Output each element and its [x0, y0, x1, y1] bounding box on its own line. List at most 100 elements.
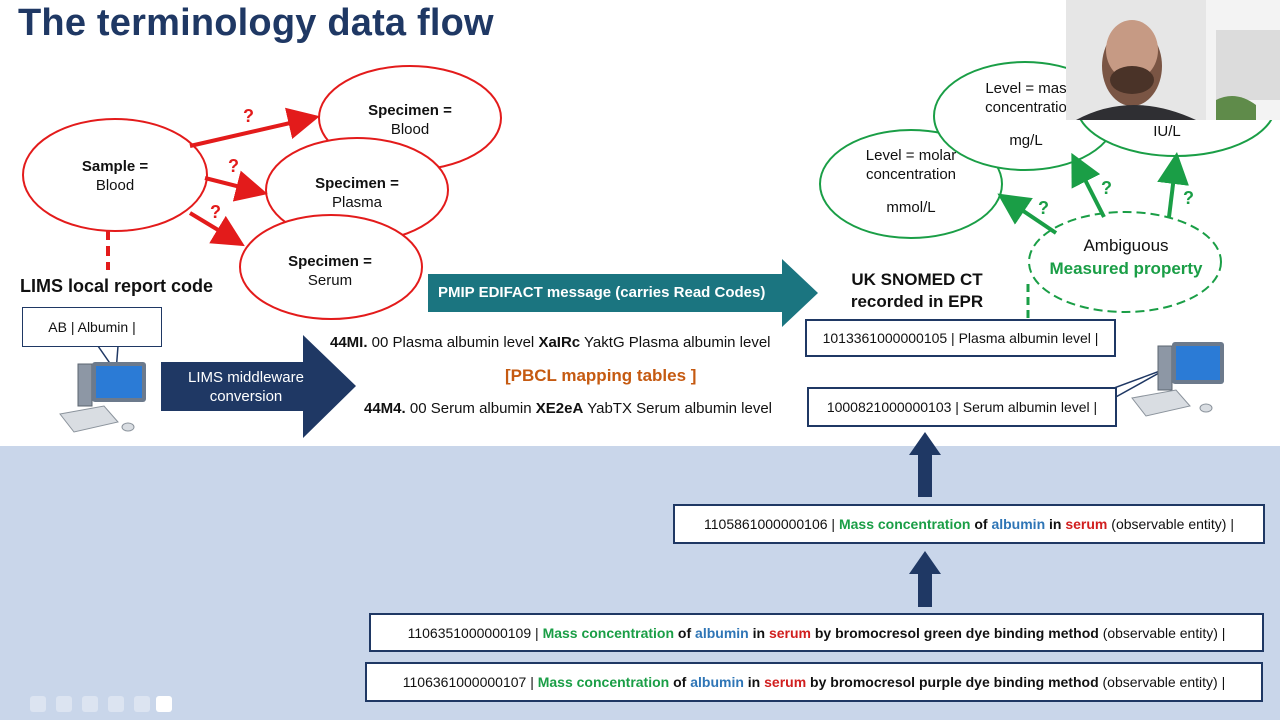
arrow-sample-to-serum	[188, 211, 245, 247]
level-mass-line2: concentratio	[985, 99, 1067, 116]
player-control-5[interactable]	[134, 696, 150, 712]
level-molar-label: Level = molar concentration mmol/L	[846, 146, 976, 217]
read-code-2-rest1: 00 Serum albumin	[405, 400, 536, 417]
question-mark-1: ?	[243, 106, 254, 126]
lims-middleware-label: LIMS middleware conversion	[166, 368, 326, 406]
uk-snomed-line1: UK SNOMED CT	[851, 270, 983, 289]
observable-2-component: albumin	[695, 624, 749, 641]
observable-1-component: albumin	[991, 516, 1046, 532]
computer-icon-left	[59, 362, 146, 433]
presenter-video	[1066, 0, 1280, 120]
specimen-blood-value: Blood	[390, 121, 430, 138]
arrow-sample-to-plasma	[204, 170, 268, 202]
specimen-serum-ellipse	[239, 214, 423, 320]
level-mass-unit: mg/L	[1009, 132, 1043, 149]
question-mark-2: ?	[228, 156, 239, 176]
level-mass-label: Level = mas concentratio mg/L	[966, 79, 1086, 150]
player-control-1[interactable]	[30, 696, 46, 712]
observable-box-2: 1106351000000109 | Mass concentration of…	[369, 613, 1264, 652]
observable-1-property: Mass concentration	[838, 516, 971, 532]
observable-box-1: 1105861000000106 | Mass concentration of…	[673, 504, 1265, 544]
player-control-3[interactable]	[82, 696, 98, 712]
uk-snomed-line2: recorded in EPR	[850, 292, 984, 311]
lims-middleware-line2: conversion	[209, 388, 283, 405]
observable-3-method: by bromocresol purple dye binding method	[806, 674, 1099, 690]
observable-2-method: by bromocresol green dye binding method	[810, 624, 1099, 641]
specimen-blood-label: Specimen = Blood	[350, 101, 470, 139]
lims-middleware-line1: LIMS middleware	[188, 369, 304, 386]
sample-ellipse	[22, 118, 208, 232]
read-code-2-rest2: YabTX Serum albumin level	[583, 400, 773, 417]
up-arrow-upper	[909, 432, 941, 497]
player-control-4[interactable]	[108, 696, 124, 712]
ctv3-code-2: XE2eA	[535, 400, 584, 417]
observable-1-code: 1105861000000106 |	[704, 516, 839, 532]
observable-box-3: 1106361000000107 | Mass concentration of…	[365, 662, 1263, 702]
read-code-1: 44MI.	[330, 334, 368, 351]
level-iu-unit: IU/L	[1153, 123, 1181, 140]
lims-code-box: AB | Albumin |	[22, 307, 162, 347]
question-mark-6: ?	[1183, 188, 1194, 208]
ambiguous-ellipse	[1028, 211, 1222, 313]
specimen-plasma-bold: Specimen =	[315, 175, 399, 192]
pbcl-mapping-tables: [PBCL mapping tables ]	[505, 366, 697, 385]
observable-2-in: in	[748, 624, 769, 641]
level-molar-unit: mmol/L	[886, 199, 936, 216]
epr-code-box-plasma: 1013361000000105 | Plasma albumin level …	[805, 319, 1116, 357]
level-mass-line1: Level = mas	[985, 80, 1067, 97]
observable-2-tail: (observable entity) |	[1098, 624, 1226, 641]
observable-3-in: in	[743, 674, 765, 690]
observable-1-system: serum	[1065, 516, 1108, 532]
observable-2-system: serum	[768, 624, 811, 641]
read-code-line-2: 44M4. 00 Serum albumin XE2eA YabTX Serum…	[364, 400, 772, 417]
observable-2-of: of	[674, 624, 696, 641]
epr-code-box-serum: 1000821000000103 | Serum albumin level |	[807, 387, 1117, 427]
specimen-blood-bold: Specimen =	[368, 102, 452, 119]
specimen-serum-bold: Specimen =	[288, 253, 372, 270]
lims-local-report-code: LIMS local report code	[20, 276, 214, 296]
player-control-2[interactable]	[56, 696, 72, 712]
lims-middleware-arrow	[161, 335, 356, 438]
sample-label: Sample = Blood	[55, 157, 175, 195]
observable-2-property: Mass concentration	[542, 624, 675, 641]
observable-3-component: albumin	[690, 674, 744, 690]
level-molar-line2: concentration	[865, 166, 957, 183]
ambiguous-line1: Ambiguous	[1083, 236, 1169, 255]
read-code-2: 44M4.	[364, 400, 406, 417]
presenter-video-image	[1066, 0, 1280, 120]
sample-label-bold: Sample =	[81, 158, 149, 175]
observable-1-in: in	[1045, 516, 1066, 532]
arrow-sample-to-blood	[189, 107, 320, 148]
camera-icon[interactable]	[156, 696, 172, 712]
specimen-serum-label: Specimen = Serum	[270, 252, 390, 290]
observable-3-tail: (observable entity) |	[1098, 674, 1226, 690]
pmip-arrow-label: PMIP EDIFACT message (carries Read Codes…	[438, 284, 766, 301]
arrow-ambiguous-to-iu	[1157, 152, 1189, 218]
ambiguous-label: Ambiguous Measured property	[1036, 234, 1216, 280]
read-code-1-rest1: 00 Plasma albumin level	[367, 334, 539, 351]
observable-3-system: serum	[764, 674, 807, 690]
arrow-ambiguous-to-molar	[997, 193, 1058, 235]
observable-3-of: of	[669, 674, 691, 690]
arrow-ambiguous-to-mass	[1071, 152, 1106, 218]
observable-3-property: Mass concentration	[537, 674, 670, 690]
specimen-plasma-value: Plasma	[331, 194, 383, 211]
specimen-serum-value: Serum	[307, 272, 353, 289]
uk-snomed-heading: UK SNOMED CT recorded in EPR	[832, 269, 1002, 313]
observable-3-code: 1106361000000107 |	[402, 674, 538, 690]
read-code-1-rest2: YaktG Plasma albumin level	[580, 334, 771, 351]
ctv3-code-1: XaIRc	[538, 334, 581, 351]
observable-1-of: of	[970, 516, 992, 532]
ambiguous-line2: Measured property	[1049, 259, 1203, 278]
question-mark-3: ?	[210, 202, 221, 222]
read-code-line-1: 44MI. 00 Plasma albumin level XaIRc Yakt…	[330, 334, 771, 351]
question-mark-5: ?	[1101, 178, 1112, 198]
up-arrow-lower	[909, 551, 941, 607]
pmip-arrow	[428, 259, 818, 327]
observable-1-tail: (observable entity) |	[1107, 516, 1234, 532]
observable-2-code: 1106351000000109 |	[407, 624, 543, 641]
page-title: The terminology data flow	[18, 2, 494, 44]
sample-label-value: Blood	[95, 177, 135, 194]
level-molar-line1: Level = molar	[865, 147, 957, 164]
